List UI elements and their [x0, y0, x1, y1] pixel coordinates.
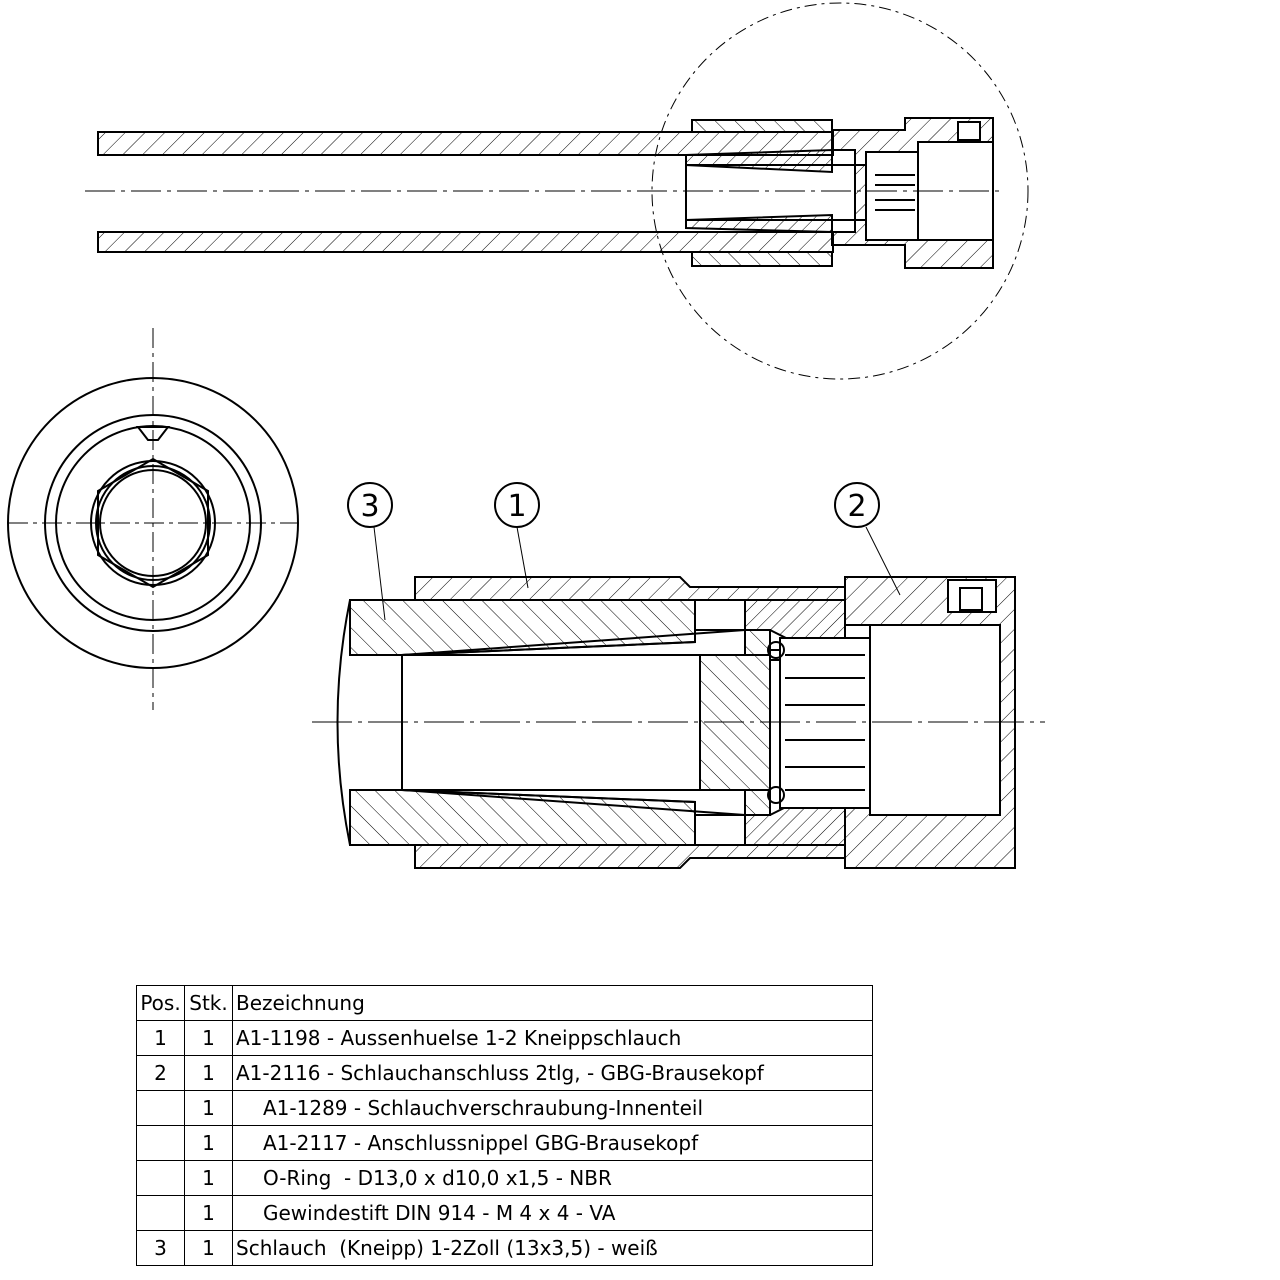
bom-pos: [136, 1125, 185, 1161]
balloon-1: [494, 482, 540, 589]
bom-pos: [136, 1090, 185, 1126]
bom-pos: 3: [136, 1230, 185, 1266]
bom-pos: 1: [136, 1020, 185, 1056]
bom-row: 1 A1-2117 - Anschlussnippel GBG-Brauseko…: [136, 1125, 873, 1161]
bom-desc: A1-2117 - Anschlussnippel GBG-Brausekopf: [232, 1125, 873, 1161]
bom-qty: 1: [184, 1055, 233, 1091]
bom-pos: 2: [136, 1055, 185, 1091]
technical-drawing: 3 1 2: [7, 2, 1045, 869]
bom-qty: 1: [184, 1230, 233, 1266]
end-view: [7, 328, 299, 710]
bom-row: 1 O-Ring - D13,0 x d10,0 x1,5 - NBR: [136, 1160, 873, 1196]
bom-row: 2 1 A1-2116 - Schlauchanschluss 2tlg, - …: [136, 1055, 873, 1091]
header-qty: Stk.: [184, 985, 233, 1021]
bom-pos: [136, 1195, 185, 1231]
balloon-2-label: 2: [847, 489, 866, 524]
bom-row: 1 Gewindestift DIN 914 - M 4 x 4 - VA: [136, 1195, 873, 1231]
bom-desc: O-Ring - D13,0 x d10,0 x1,5 - NBR: [232, 1160, 873, 1196]
bom-row: 3 1 Schlauch (Kneipp) 1-2Zoll (13x3,5) -…: [136, 1230, 873, 1266]
balloon-1-label: 1: [507, 489, 526, 524]
header-pos: Pos.: [136, 985, 185, 1021]
balloon-3: [347, 482, 393, 621]
bom-qty: 1: [184, 1125, 233, 1161]
header-desc: Bezeichnung: [232, 985, 873, 1021]
balloon-2: [834, 482, 901, 596]
bill-of-materials: Pos. Stk. Bezeichnung 1 1 A1-1198 - Auss…: [136, 985, 873, 1266]
bom-desc: A1-1289 - Schlauchverschraubung-Innentei…: [232, 1090, 873, 1126]
section-view-top: [85, 2, 1029, 380]
bom-qty: 1: [184, 1160, 233, 1196]
bom-qty: 1: [184, 1090, 233, 1126]
bom-desc: A1-1198 - Aussenhuelse 1-2 Kneippschlauc…: [232, 1020, 873, 1056]
bom-row: 1 A1-1289 - Schlauchverschraubung-Innent…: [136, 1090, 873, 1126]
bom-qty: 1: [184, 1020, 233, 1056]
bom-desc: Schlauch (Kneipp) 1-2Zoll (13x3,5) - wei…: [232, 1230, 873, 1266]
balloon-3-label: 3: [360, 489, 379, 524]
detail-section-view: [312, 576, 1045, 869]
bom-desc: Gewindestift DIN 914 - M 4 x 4 - VA: [232, 1195, 873, 1231]
bom-desc: A1-2116 - Schlauchanschluss 2tlg, - GBG-…: [232, 1055, 873, 1091]
bom-qty: 1: [184, 1195, 233, 1231]
bom-row: 1 1 A1-1198 - Aussenhuelse 1-2 Kneippsch…: [136, 1020, 873, 1056]
bom-pos: [136, 1160, 185, 1196]
bom-header-row: Pos. Stk. Bezeichnung: [136, 985, 873, 1021]
